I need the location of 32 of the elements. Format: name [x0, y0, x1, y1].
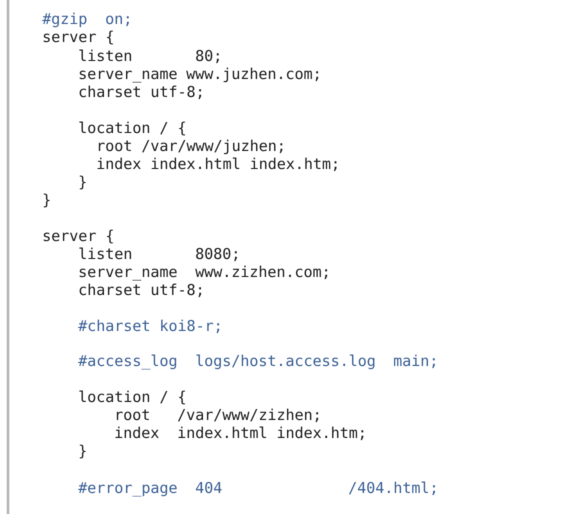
code-text: charset utf-8; — [80, 86, 202, 100]
code-text: www.zizhen.com; — [195, 266, 328, 280]
code-text: } — [80, 176, 86, 190]
code-comment: /404.html; — [348, 482, 435, 496]
code-comment: #charset koi8-r; — [78, 320, 220, 334]
code-text: root /var/www/juzhen; — [98, 140, 282, 154]
code-comment: logs/host.access.log — [196, 354, 374, 370]
code-text: listen — [79, 50, 132, 62]
code-comment: main; — [394, 354, 435, 368]
code-text: index — [116, 426, 159, 438]
code-text: location / { — [79, 390, 185, 404]
code-text: index.html index.htm; — [178, 426, 364, 440]
code-text: 8080; — [196, 248, 237, 262]
code-comment: on; — [106, 16, 129, 26]
code-text: root — [116, 409, 149, 420]
code-comment: #access_log — [78, 354, 176, 370]
code-text: server_name — [80, 70, 177, 83]
code-text: charset utf-8; — [80, 284, 202, 298]
code-comment: #error_page — [78, 482, 177, 497]
code-text: /var/www/zizhen; — [178, 408, 318, 422]
code-text: index index.html index.htm; — [98, 158, 336, 172]
code-text: www.juzhen.com; — [186, 68, 318, 82]
code-text: server { — [44, 230, 113, 244]
code-text: } — [80, 444, 86, 458]
code-text: 80; — [196, 50, 219, 64]
code-text: server_name — [80, 268, 177, 281]
code-text: } — [44, 194, 50, 208]
code-comment: #gzip — [42, 12, 86, 28]
code-text: listen — [79, 248, 132, 260]
code-text: location / { — [79, 122, 185, 136]
code-text: server { — [44, 30, 113, 44]
code-comment: 404 — [196, 482, 222, 494]
